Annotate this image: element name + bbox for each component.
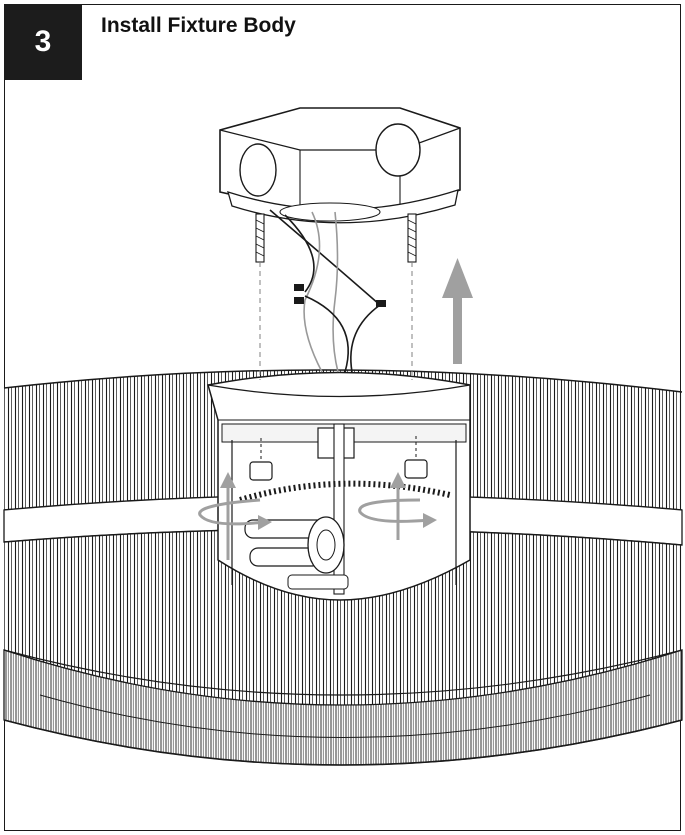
junction-box-icon (219, 107, 461, 224)
step-number-badge: 3 (4, 4, 82, 80)
mounting-screw-icon (255, 213, 417, 380)
wire-connector-icon (269, 209, 386, 373)
step-title: Install Fixture Body (101, 14, 296, 37)
fixture-canopy (207, 371, 471, 601)
rotate-arrow-icon (198, 472, 437, 560)
lift-arrow-icon (442, 258, 473, 364)
step-number: 3 (34, 25, 52, 58)
